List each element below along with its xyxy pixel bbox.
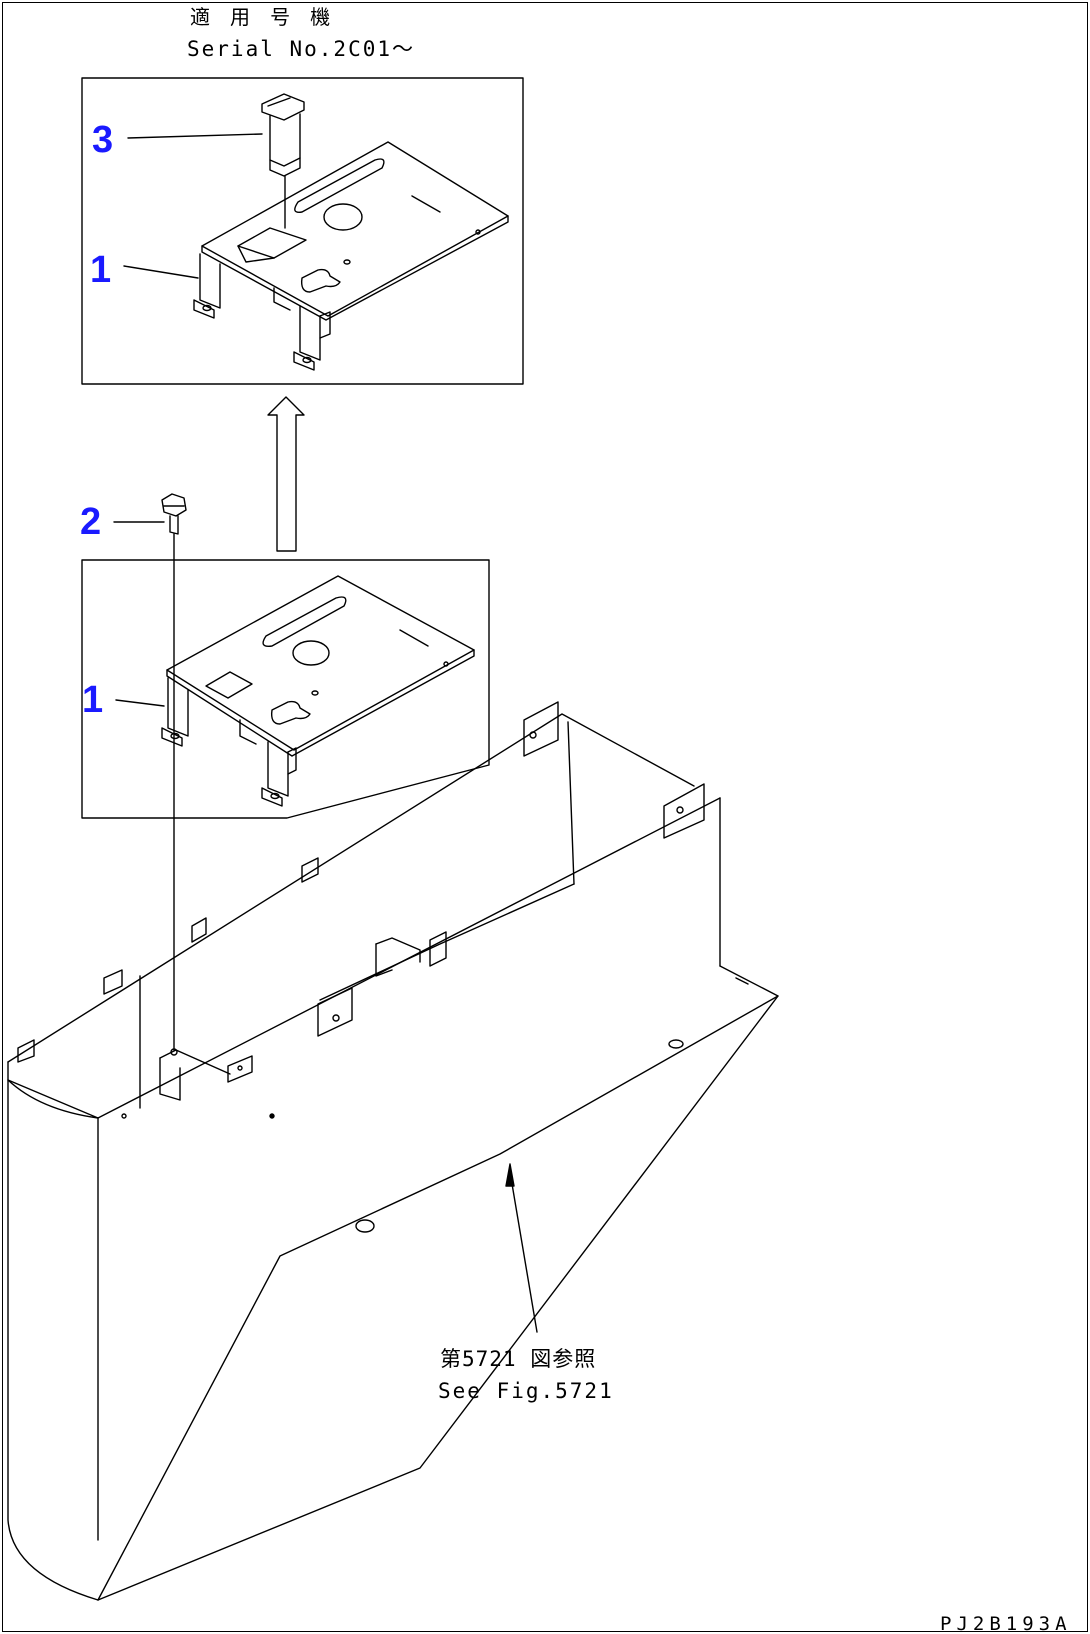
callout-1-upper-number: 1 <box>90 249 111 291</box>
reference-note-en: See Fig.5721 <box>438 1379 614 1403</box>
bracket-assembly-lower <box>161 575 475 807</box>
serial-note-jp: 適 用 号 機 <box>190 5 334 29</box>
drawing-code: PJ2B193A <box>940 1613 1072 1634</box>
console-cover <box>7 701 779 1601</box>
switch-part <box>261 93 305 229</box>
reference-arrow <box>505 1163 538 1333</box>
callout-1-lower: 1 <box>82 679 165 721</box>
reference-note-jp: 第5721 図参照 <box>440 1347 596 1371</box>
callout-3: 3 <box>92 119 263 161</box>
callout-1-lower-number: 1 <box>82 679 103 721</box>
callout-1-upper: 1 <box>90 249 199 291</box>
callout-2: 2 <box>80 501 165 543</box>
callout-3-number: 3 <box>92 119 113 161</box>
bracket-assembly-upper <box>193 141 509 371</box>
detail-box-upper <box>81 77 524 385</box>
serial-note-en: Serial No.2C01～ <box>187 37 415 61</box>
callout-2-number: 2 <box>80 501 101 543</box>
up-arrow <box>267 396 305 552</box>
detail-box-lower <box>81 559 490 819</box>
bolt-part <box>161 493 187 1051</box>
